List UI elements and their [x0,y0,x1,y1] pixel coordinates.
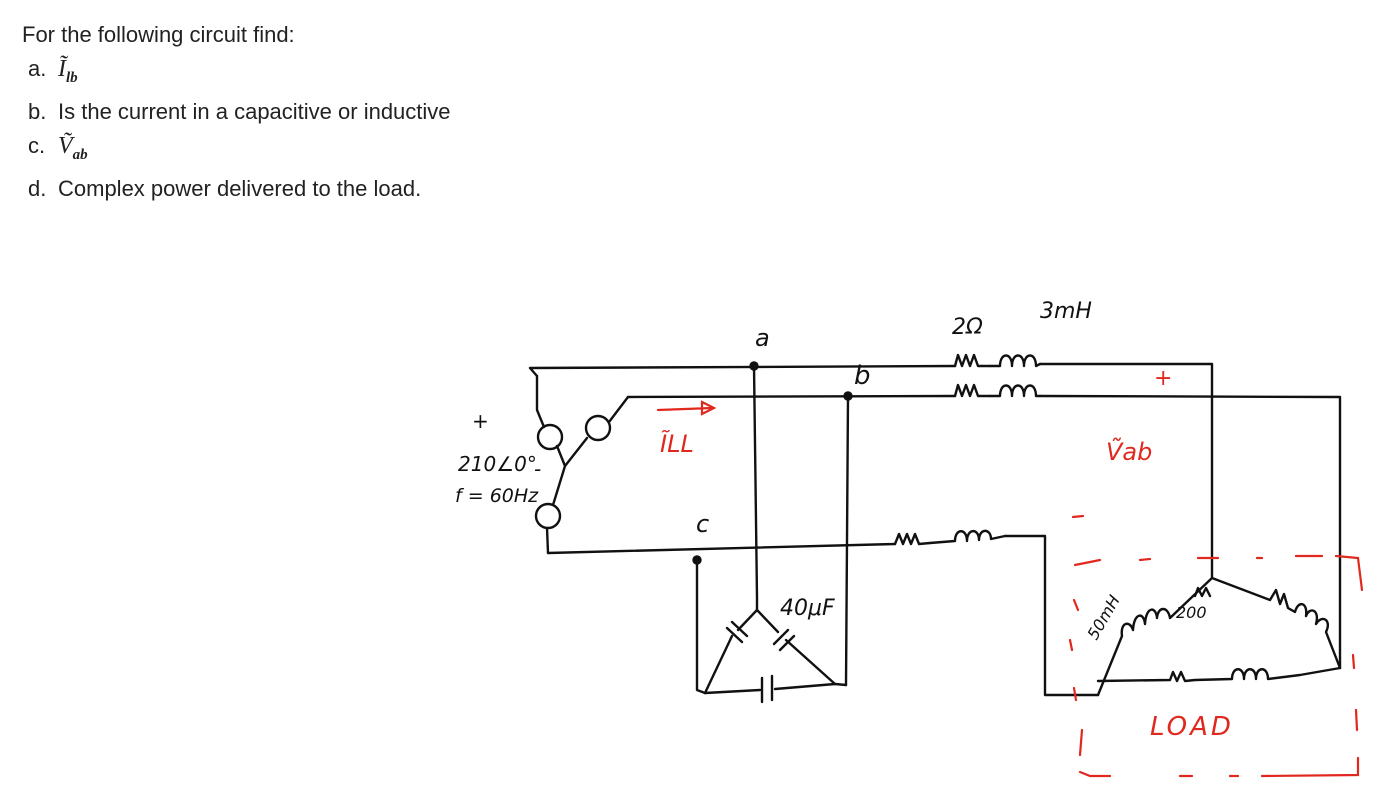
question-item-a: a. Ĩlb [28,52,722,95]
line-a-wire [528,364,957,378]
cap-drop-b [844,394,850,687]
source-wye [534,374,630,555]
source-voltage-label: 210∠0° [458,452,537,476]
source-polarity: + [472,409,489,433]
cap-drop-c [695,558,707,695]
question-list: a. Ĩlb b. Is the current in a capacitive… [22,52,722,206]
question-letter: c. [28,132,46,158]
load-left-edge [1096,576,1214,697]
line-resistor-b [953,383,992,398]
line-b-wire [626,394,957,399]
source-lead-a [535,374,546,429]
line-b-wire-right [1038,394,1342,670]
line-inductor-c [928,529,1007,545]
cap-delta-left-plates [725,620,749,644]
node-a-label: a [755,324,770,352]
source-coil-b [584,414,612,442]
question-letter: d. [28,175,47,201]
question-text: Complex power delivered to the load. [58,175,422,201]
vab-label: Ṽab [1106,436,1152,466]
source-lead-c [545,526,550,555]
load-label: LOAD [1150,712,1234,742]
cap-drop-a [752,364,759,612]
cap-delta-bottom-plates [760,674,774,704]
cap-delta-bottom-edge [703,682,848,695]
node-c-label: c [696,510,709,538]
node-b-label: b [854,361,871,391]
question-item-c: c. Ṽab [28,129,722,172]
question-text: Is the current in a capacitive or induct… [58,98,451,124]
line-resistance-label: 2Ω [952,315,983,340]
inductive-delta [1096,576,1342,697]
voltage-symbol: Ṽab [58,132,88,163]
line-current-label: ĨLL [660,428,694,458]
line-resistor-c [893,532,932,546]
node-c-dot [692,555,702,565]
line-inductor-a [988,354,1042,368]
source-frequency-label: f = 60Hz [455,485,539,507]
source-neutral-wire [551,436,589,507]
load-left-resistor [1193,586,1212,598]
source-coil-c [534,502,562,530]
line-resistor-a [953,353,992,368]
capacitor-delta [695,364,850,704]
line-inductance-label: 3mH [1040,299,1092,324]
load-right-edge [1210,576,1342,670]
cap-delta-left-edge [703,608,759,695]
source-coil-a [536,423,564,451]
node-b-dot [843,391,853,401]
line-a-wire-right [1038,362,1214,580]
cap-delta-right-edge [755,608,837,686]
source-lead-b [607,395,630,424]
capacitance-label: 40μF [780,596,835,621]
current-symbol: Ĩlb [58,56,78,86]
line-inductor-b [988,384,1042,398]
vab-plus: + [1154,366,1172,391]
vab-minus-mark [1071,514,1085,519]
load-bottom-edge [1096,666,1342,683]
question-block: For the following circuit find: a. Ĩlb b… [22,18,722,206]
line-c-wire [546,542,897,555]
question-item-d: d. Complex power delivered to the load. [28,172,722,206]
question-title: For the following circuit find: [22,22,295,47]
load-inductance-label: 50mH [1083,592,1123,643]
line-c-wire-right [1003,534,1100,697]
load-boundary-dashed [1068,554,1364,778]
question-item-b: b. Is the current in a capacitive or ind… [28,95,722,129]
question-letter: b. [28,98,47,124]
question-letter: a. [28,56,47,81]
source-minus: - [534,457,541,481]
cap-delta-right-plates [772,628,796,652]
node-a-dot [749,361,759,371]
load-resistance-label: 200 [1176,603,1207,622]
current-arrow [656,400,717,416]
